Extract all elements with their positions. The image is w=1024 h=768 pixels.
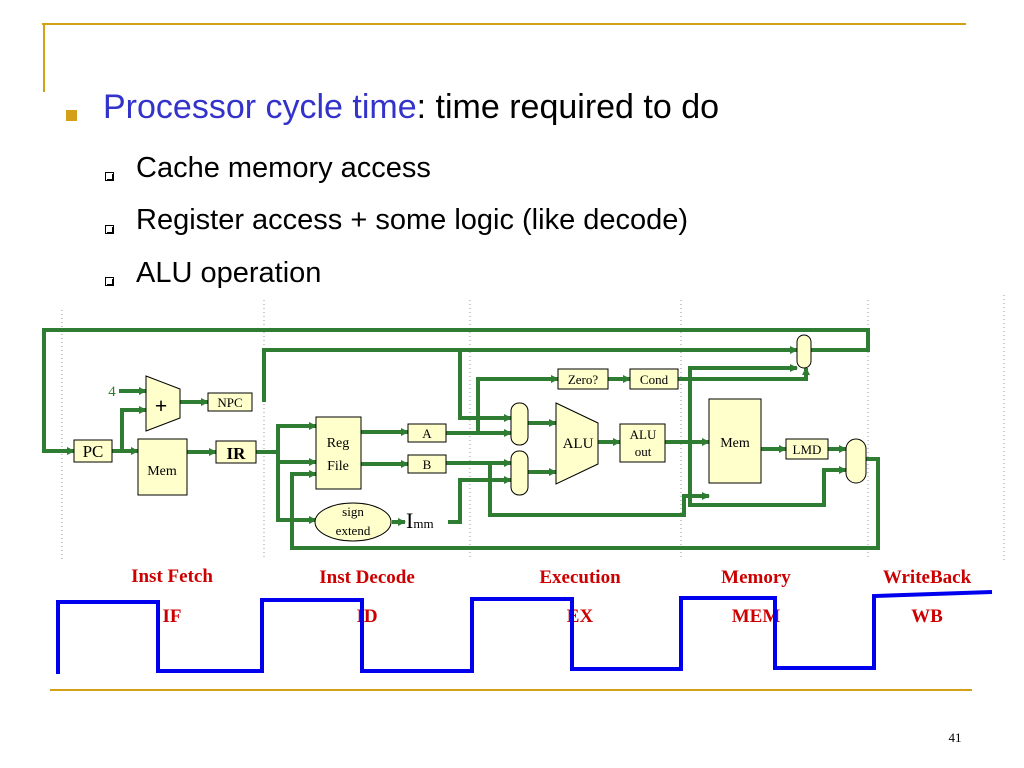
zero-label: Zero? [568,372,599,387]
mux-top [796,334,812,369]
cond-label: Cond [640,372,669,387]
wire-pc-adder [120,406,147,451]
b-register [407,454,447,474]
register-file [315,416,362,490]
wire-npc-alumux [458,350,512,422]
wire-b-mem [488,463,710,517]
imm-label-big: I [406,508,413,533]
adder-unit [145,375,181,432]
clock-waveform [56,590,993,674]
sub-bullet: ALU operation [136,257,322,289]
wire-cond-mux [678,367,810,381]
zero-test [557,368,609,390]
sub-bullet: Register access + some logic (like decod… [136,204,689,236]
wire-npc-upper [262,346,798,402]
sign-extend-unit [314,502,392,542]
reg-file-label-1: Reg [327,436,350,451]
wire-ir-regfile-b [276,452,317,466]
wire-imm-mux [448,476,512,524]
sign-extend-label-1: sign [342,504,364,519]
stage-name-ex: Execution [539,567,621,588]
mux-alu-b [510,450,529,496]
sub-bullet-marker [105,172,114,181]
stage-name-id: Inst Decode [319,567,415,588]
wire-aluout-topmux [688,364,798,442]
main-bullet-rest: : time required to do [416,88,720,126]
lmd-label: LMD [793,442,822,457]
stage-name-wb: WriteBack [883,567,972,588]
sign-extend-label-2: extend [336,523,371,538]
wire-ir-signext [276,462,317,524]
mux-writeback [845,438,867,484]
alu-out-label-2: out [635,444,652,459]
alu-unit [555,402,599,485]
ir-register [215,440,257,464]
sub-bullet: Cache memory access [136,152,431,184]
mux-alu-a [510,402,529,446]
alu-out-register [619,423,666,463]
main-bullet: Processor cycle time: time required to d… [103,88,719,127]
sub-bullet-marker [105,225,114,234]
stage-abbr-if: IF [163,606,182,627]
wire-wb-regfile [290,457,880,550]
data-memory [708,398,762,484]
stage-name-mem: Memory [721,567,791,588]
ir-label: IR [227,444,247,463]
stage-name-if: Inst Fetch [131,566,213,587]
mem-mem-label: Mem [720,436,750,451]
datapath-wires [42,328,880,550]
alu-out-label-1: ALU [630,427,657,442]
mem-if-label: Mem [147,464,177,479]
b-label: B [423,457,432,472]
a-label: A [422,426,432,441]
pc-register [73,439,113,463]
page-number: 41 [949,730,962,745]
datapath-blocks [73,334,867,542]
imm-label-small: mm [413,516,433,531]
reg-file-label-2: File [327,459,349,474]
stage-abbr-wb: WB [911,606,943,627]
sub-bullet-marker [105,277,114,286]
imm-label: Imm [406,508,434,533]
stage-separators [61,295,1005,560]
block-labels: PC Mem + 4 NPC IR Reg File A B sign exte… [83,372,822,538]
adder-label: + [155,393,168,418]
cond-register [629,368,679,390]
npc-label: NPC [217,395,242,410]
pc-label: PC [83,442,104,461]
alu-label: ALU [563,436,594,452]
stage-labels: Inst Fetch Inst Decode Execution Memory … [131,566,971,627]
four-label: 4 [108,384,116,400]
wire-pc-feedback [42,328,870,455]
lmd-register [785,438,829,460]
a-register [407,423,447,443]
stage-abbr-mem: MEM [732,606,781,627]
wire-a-zero [476,375,559,433]
stage-abbr-id: ID [356,606,377,627]
wire-ir-regfile [256,422,317,454]
wire-aluout-wbmux [688,442,847,507]
npc-register [207,392,253,412]
instruction-memory [137,438,188,496]
bullet-marker [66,110,77,121]
main-bullet-highlight: Processor cycle time [103,88,417,126]
